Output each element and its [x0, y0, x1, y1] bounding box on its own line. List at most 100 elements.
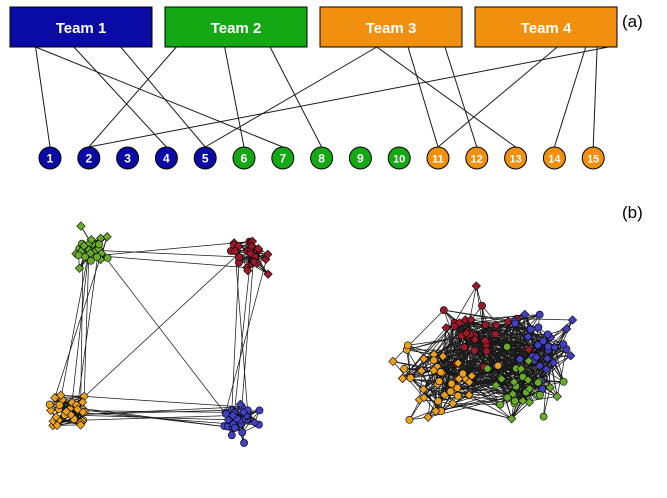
network-node: [235, 399, 246, 409]
network-edge: [392, 309, 445, 362]
network-edge: [439, 333, 467, 373]
member-label: 5: [202, 152, 209, 166]
network-edge: [433, 370, 454, 404]
network-node: [471, 281, 481, 291]
network-edge: [77, 408, 235, 429]
network-edge: [454, 285, 477, 324]
team-label: Team 2: [211, 20, 262, 37]
network-edge: [85, 241, 250, 258]
network-node: [405, 415, 414, 424]
network-edge: [241, 410, 260, 433]
network-edge: [452, 403, 501, 405]
network-node: [245, 248, 256, 259]
network-node: [431, 406, 441, 416]
network-edge: [529, 381, 564, 390]
network-edge: [462, 346, 508, 374]
network-node: [454, 391, 462, 400]
network-node: [93, 253, 101, 261]
member-node-8: 8: [310, 146, 334, 170]
network-edge: [511, 394, 538, 420]
network-edge: [497, 365, 524, 378]
network-node: [524, 345, 534, 355]
network-nodes: [45, 221, 273, 447]
member-circle: [193, 146, 217, 170]
network-node: [526, 325, 535, 334]
network-node: [503, 316, 513, 327]
membership-link: [444, 46, 478, 148]
member-node-13: 13: [504, 146, 528, 170]
network-node: [539, 412, 548, 421]
member-circle: [116, 146, 140, 170]
network-node: [403, 341, 412, 350]
network-node: [524, 356, 534, 366]
network-edge: [80, 253, 84, 423]
network-node: [249, 257, 259, 267]
member-node-3: 3: [116, 146, 140, 170]
membership-link: [88, 46, 177, 148]
member-label: 9: [357, 152, 364, 166]
network-node: [436, 368, 445, 377]
member-node-9: 9: [348, 146, 372, 170]
network-node: [397, 373, 408, 384]
network-edge: [506, 346, 524, 401]
network-node: [549, 358, 559, 368]
network-edge: [501, 346, 508, 379]
network-node: [400, 364, 409, 373]
network-node: [510, 396, 519, 405]
member-label: 7: [279, 152, 286, 166]
member-node-1: 1: [38, 146, 62, 170]
team-box-rect: [164, 6, 308, 48]
network-node: [263, 269, 273, 279]
team-box-4: Team 4: [474, 6, 618, 48]
membership-link: [553, 46, 587, 148]
network-node: [448, 398, 458, 409]
network-node: [453, 358, 463, 368]
member-circle: [38, 146, 62, 170]
network-edge: [234, 251, 249, 418]
network-node: [567, 315, 578, 325]
network-node: [429, 365, 439, 376]
network-edge: [443, 309, 515, 322]
network-node: [85, 248, 96, 258]
network-node: [481, 336, 489, 345]
network-edge: [409, 403, 453, 421]
member-node-6: 6: [232, 146, 256, 170]
network-edge: [241, 261, 254, 407]
network-node: [483, 364, 492, 373]
network-node: [50, 393, 60, 403]
network-node: [535, 391, 544, 399]
network-node: [240, 439, 248, 447]
network-node: [559, 377, 568, 386]
network-node: [523, 375, 533, 385]
member-label: 14: [548, 154, 561, 166]
member-node-5: 5: [193, 146, 217, 170]
network-node: [102, 232, 112, 242]
network-edge: [468, 394, 512, 420]
member-circle: [310, 146, 334, 170]
network-edge: [406, 332, 467, 351]
network-node: [516, 364, 526, 374]
network-edge: [442, 368, 522, 374]
network-edge: [64, 414, 229, 421]
network-edge: [488, 314, 540, 369]
network-node: [454, 318, 465, 328]
network-node: [76, 221, 86, 231]
member-circle: [348, 146, 372, 170]
network-node: [470, 335, 480, 345]
membership-link: [407, 46, 439, 148]
network-node: [222, 409, 231, 418]
clustered-network: [45, 221, 273, 447]
network-edge: [433, 319, 472, 361]
network-node: [238, 407, 249, 417]
network-node: [458, 369, 467, 378]
team-box-1: Team 1: [9, 6, 153, 48]
team-box-rect: [319, 6, 463, 48]
network-node: [235, 253, 244, 261]
network-node: [506, 414, 517, 424]
member-circle: [465, 146, 489, 170]
network-edge: [71, 249, 90, 403]
membership-link: [88, 46, 609, 148]
network-edge: [487, 368, 530, 390]
network-node: [103, 253, 112, 262]
